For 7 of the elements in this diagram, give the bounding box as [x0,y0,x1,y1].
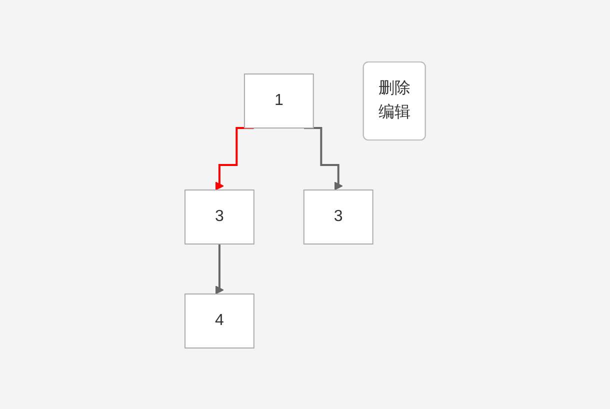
node-box: 4 [184,293,254,348]
arrow [304,126,343,190]
node-box: 3 [184,189,254,244]
node-box: 1 [244,73,314,128]
arrow [214,242,224,294]
node-box: 3 [303,189,374,244]
arrow [214,126,254,190]
